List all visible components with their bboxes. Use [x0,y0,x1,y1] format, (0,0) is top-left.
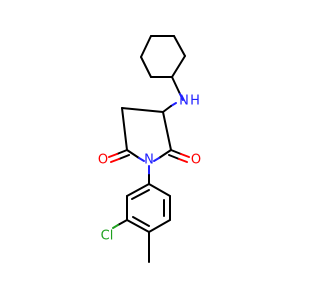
structure-canvas: N H N O O Cl [97,35,202,263]
bond [112,224,119,229]
amine-hydrogen-label: H [190,94,200,109]
bond [116,149,128,155]
bond [162,105,172,113]
bond [140,35,152,58]
bond [117,219,128,226]
molecule-diagram: N H N O O Cl [98,35,201,263]
carbonyl-oxygen-right-label: O [191,153,201,168]
bond [131,189,150,200]
cyclohexyl-ring [140,35,186,78]
bond [158,149,172,159]
bond [173,35,186,57]
carbonyl-oxygen-left-label: O [98,153,108,168]
bond [121,107,128,151]
bond [126,219,150,233]
bond [148,183,171,197]
bond [126,149,140,159]
bond [132,216,150,227]
bond [148,219,171,233]
bond [180,153,190,158]
benzene-ring [126,183,171,233]
bond [153,157,160,162]
bond [168,154,180,160]
chlorine-label: Cl [101,229,114,244]
imide-nitrogen-label: N [144,153,154,168]
bond [170,149,182,155]
bond [118,154,130,160]
bond [140,56,152,78]
bond [121,107,164,113]
bond [138,157,145,162]
succinimide-ring [121,107,172,162]
amine-nitrogen-label: N [179,94,189,109]
bond [108,153,118,158]
bond [126,183,150,197]
bond [162,111,172,151]
bond [178,158,188,163]
bond [179,93,184,101]
bond [171,76,181,95]
bond [171,55,186,78]
bond [110,158,120,163]
